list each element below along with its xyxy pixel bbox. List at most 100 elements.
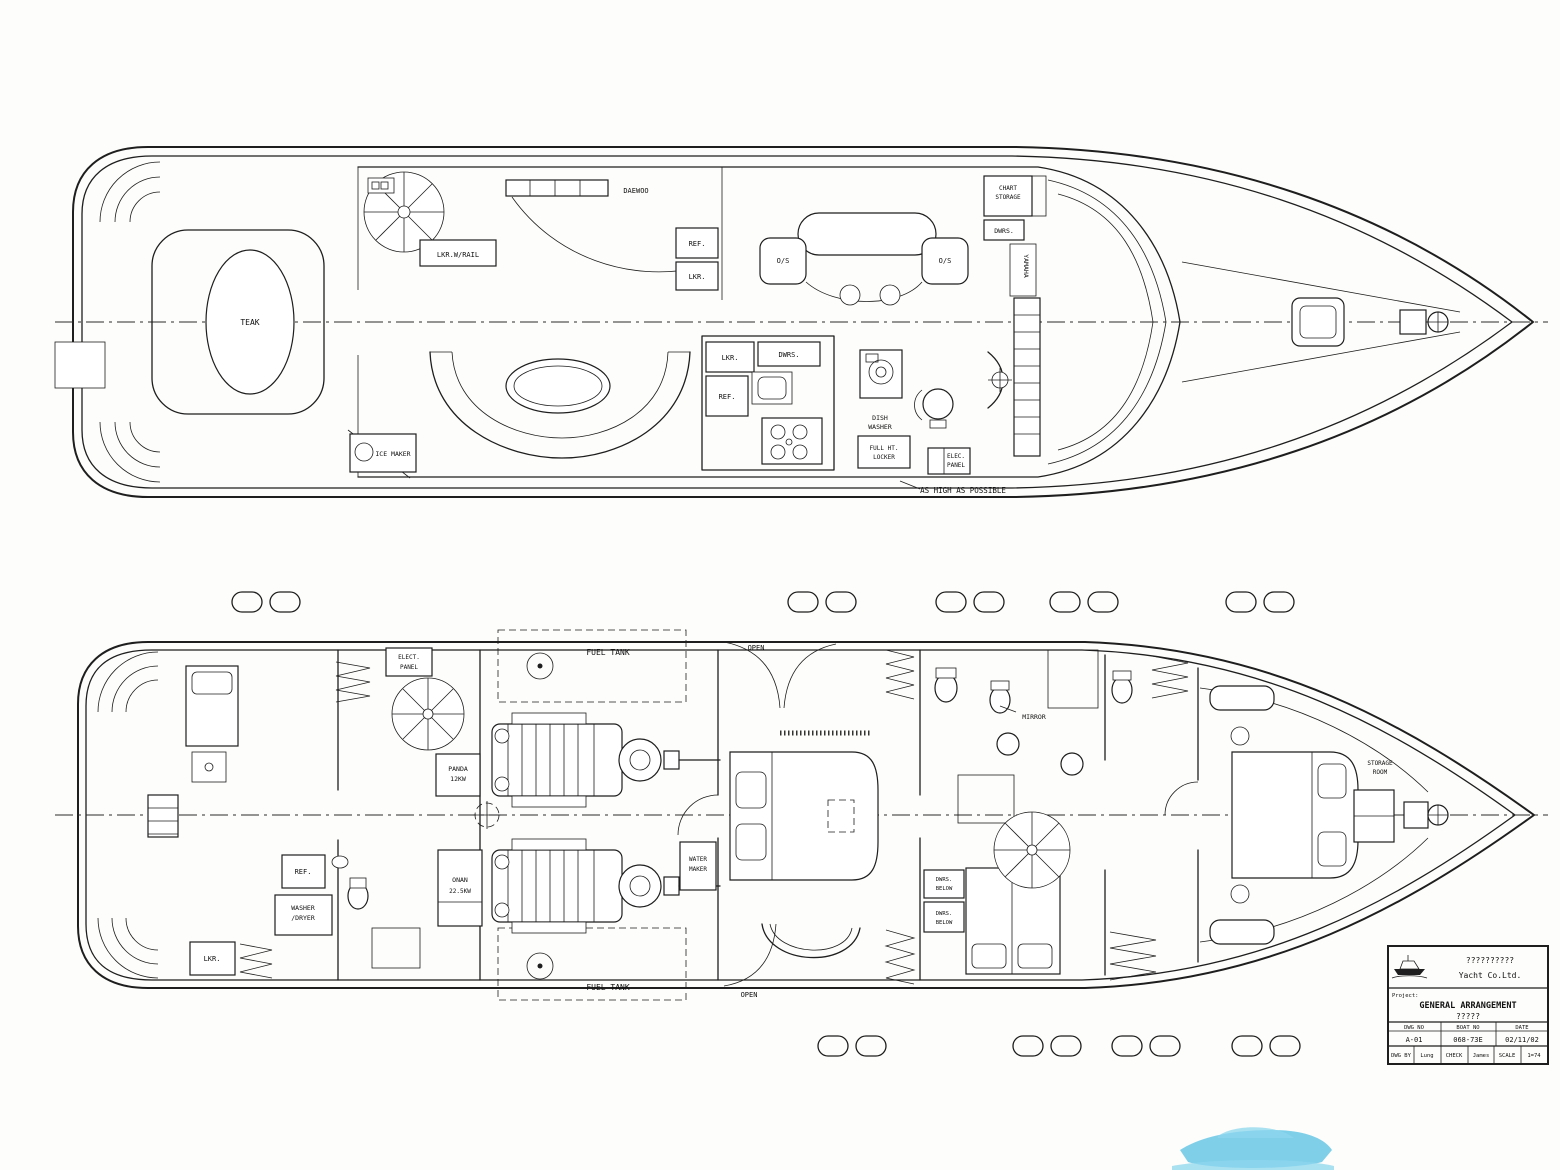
dwrs-below-box-1 <box>923 869 965 899</box>
fuel-tank-port <box>497 629 687 703</box>
ice-maker-box <box>349 433 417 473</box>
title-block: ?????????? Yacht Co.Ltd. Project: GENERA… <box>1387 945 1549 1065</box>
fuel-tank-port-label: FUEL TANK <box>586 648 630 657</box>
engine-port <box>491 712 721 808</box>
shower-floor-1 <box>1047 649 1099 709</box>
upper-foredeck <box>1181 261 1461 383</box>
sink-2 <box>1060 752 1084 776</box>
master-bed <box>729 751 879 881</box>
project-label: Project: <box>1392 993 1419 999</box>
panda-label-1: PANDA <box>448 765 468 773</box>
panda-genset-box <box>435 753 481 797</box>
date-label: DATE <box>1515 1025 1528 1031</box>
boat-no-value: 068-73E <box>1453 1036 1483 1044</box>
dinette-table <box>797 212 937 256</box>
aft-deck-table <box>205 249 295 395</box>
aft-crew-cabin: ELECT. PANEL REF. WASHER /DRYER LKR. <box>185 647 433 979</box>
as-high-note: AS HIGH AS POSSIBLE <box>920 486 1006 495</box>
onan-genset-box <box>437 849 483 927</box>
porthole-row-top <box>231 591 1295 613</box>
ref-box <box>281 854 326 889</box>
dwrs-below-box-2 <box>923 901 965 933</box>
heads-area: MIRROR DWRS. BELOW DWRS. BELOW <box>923 649 1133 975</box>
transom-platform <box>54 341 106 389</box>
scale-value: 1=74 <box>1527 1053 1541 1059</box>
spiral-staircase-lower-aft <box>391 677 465 751</box>
hanging-locker-zigzag <box>335 661 371 703</box>
engine-room: FUEL TANK FUEL TANK PANDA 12KW ONAN 22.5… <box>435 629 721 1001</box>
check-label: CHECK <box>1446 1053 1463 1059</box>
dinette-seat-stbd <box>921 237 969 285</box>
fuel-tank-stbd <box>497 927 687 1001</box>
upper-dinette: O/S O/S <box>759 212 969 306</box>
dwrs1-label-b: BELOW <box>936 886 953 892</box>
chart-storage-label-1: CHART <box>999 185 1017 192</box>
ref-galley-label: REF. <box>719 393 736 401</box>
bow-windlass <box>1403 801 1429 829</box>
dishwasher-label-2: WASHER <box>868 423 892 431</box>
lkr-galley-label: LKR. <box>722 354 739 362</box>
mirror-label: MIRROR <box>1022 713 1046 721</box>
open-aft-label: OPEN <box>741 991 758 999</box>
scale-label: SCALE <box>1499 1053 1516 1059</box>
dwrs2-label-b: BELOW <box>936 920 953 926</box>
saloon-table <box>505 358 611 414</box>
windlass <box>1399 309 1427 335</box>
toilet-3 <box>1111 676 1133 704</box>
elec-panel-label-2: PANEL <box>947 462 965 469</box>
master-sofa <box>761 923 861 959</box>
boat-no-label: BOAT NO <box>1456 1025 1479 1031</box>
chart-storage-label-2: STORAGE <box>995 194 1021 201</box>
yamaha-label: YAMAHA <box>1022 254 1030 278</box>
full-ht-label-1: FULL HT. <box>870 445 899 452</box>
ref-upper-label: REF. <box>689 240 706 248</box>
washer-dryer-box <box>274 894 333 936</box>
windshield-arc-2 <box>1057 193 1154 451</box>
elect-panel-label-2: PANEL <box>400 664 418 671</box>
upper-saloon: LKR.W/RAIL DAEWOO ICE MAKER <box>347 177 697 479</box>
fwd-bench-bottom <box>1209 919 1275 945</box>
upper-helm-area: CHART STORAGE DWRS. YAMAHA ELEC. PANEL A… <box>899 175 1047 495</box>
fwd-bench-top <box>1209 685 1275 711</box>
upper-pantry: REF. LKR. <box>675 167 723 300</box>
elect-panel-box <box>385 647 433 677</box>
guest-pillow-1 <box>971 943 1007 969</box>
flybridge-stairs <box>1013 297 1041 457</box>
spiral-staircase-lower-mid <box>993 811 1071 889</box>
lower-deck-plan: ELECT. PANEL REF. WASHER /DRYER LKR. FUE… <box>55 591 1548 1057</box>
ice-maker-label: ICE MAKER <box>375 450 410 458</box>
lkr-box <box>189 941 236 976</box>
full-ht-label-2: LOCKER <box>873 454 895 461</box>
drawers-box <box>983 219 1025 241</box>
upper-galley: LKR. DWRS. REF. DISH WASHER FULL HT. LOC… <box>701 335 911 471</box>
check-value: James <box>1473 1053 1490 1059</box>
saloon-sofa <box>429 351 691 459</box>
water-maker-box <box>679 841 717 891</box>
stern-ladder <box>147 794 179 838</box>
lkr-upper-label: LKR. <box>689 273 706 281</box>
dwg-by-label: DWG BY <box>1391 1053 1412 1059</box>
porthole-row-bottom <box>817 1035 1301 1057</box>
dwrs1-label-a: DWRS. <box>936 877 953 883</box>
fwd-zigzag-bottom <box>1109 931 1157 981</box>
lkr-label: LKR. <box>204 955 221 963</box>
washer-label-1: WASHER <box>291 904 315 912</box>
watermark-logo <box>1172 1127 1334 1170</box>
sink-1 <box>996 732 1020 756</box>
teak-label: TEAK <box>240 318 259 327</box>
drawing-title: GENERAL ARRANGEMENT <box>1419 1001 1516 1011</box>
upper-aft-deck: TEAK <box>54 161 325 483</box>
chart-storage-box <box>983 175 1033 217</box>
panda-label-2: 12KW <box>450 775 466 783</box>
dwrs-galley-label: DWRS. <box>778 351 799 359</box>
dwg-no-label: DWG NO <box>1404 1025 1424 1031</box>
dwrs-chart-label: DWRS. <box>994 227 1014 235</box>
lkr-w-rail-label: LKR.W/RAIL <box>437 251 479 259</box>
sideboard <box>505 179 609 197</box>
forward-cabin: STORAGE ROOM <box>1109 655 1449 981</box>
company-native: ?????????? <box>1466 956 1514 965</box>
windshield-arc <box>1047 179 1167 465</box>
open-fwd-label: OPEN <box>748 644 765 652</box>
